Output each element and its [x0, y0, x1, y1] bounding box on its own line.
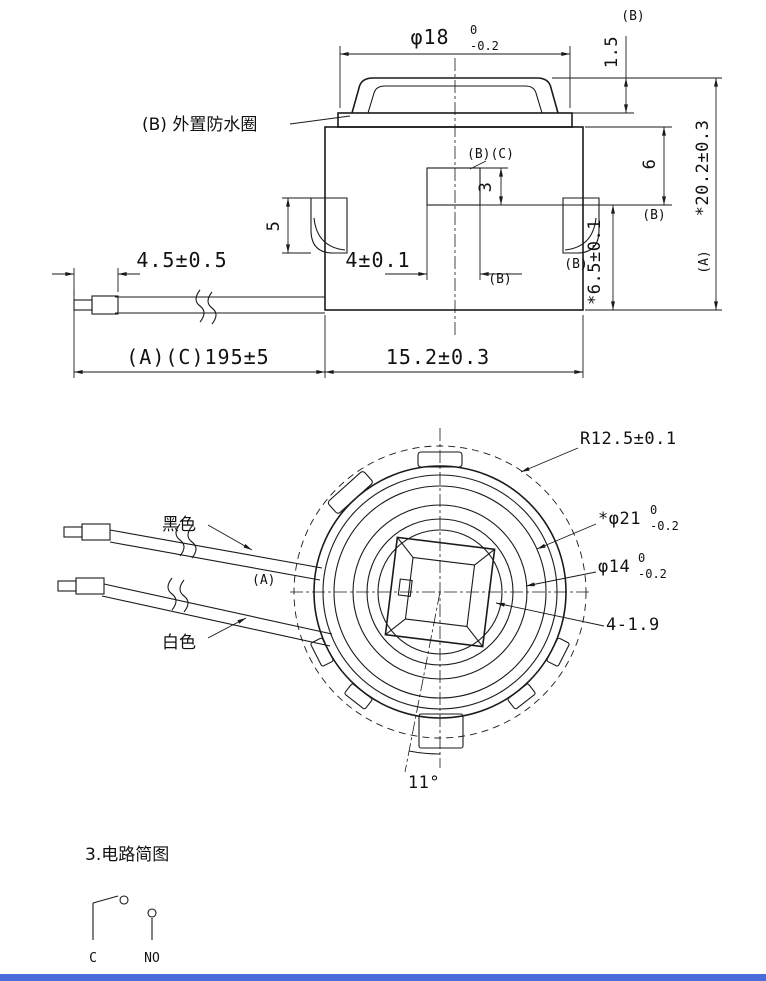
ref-b-65: (B) — [564, 257, 587, 272]
dim-radius-label: R12.5±0.1 — [580, 429, 677, 449]
dim-1-5-label: 1.5 — [602, 36, 622, 68]
white-terminal-crimp — [75, 577, 105, 595]
wire-break-mark — [187, 525, 197, 559]
waterproof-ring-label: (B) 外置防水圈 — [142, 115, 257, 135]
inner-circle-3 — [377, 529, 503, 655]
mounting-ear-left-fillet — [313, 217, 346, 251]
dim-corner-tabs-label: 4-1.9 — [606, 615, 660, 635]
actuator-square-outer — [384, 536, 496, 648]
dim-body-width-label: 15.2±0.3 — [386, 345, 490, 369]
corner-tie — [466, 626, 484, 647]
center-hole — [426, 167, 481, 206]
contact-point — [147, 908, 157, 918]
ref-b-top: (B) — [621, 9, 644, 24]
dim-phi18-tol-lower: -0.2 — [470, 39, 499, 53]
black-wire-line — [109, 529, 323, 569]
switch-lever — [92, 895, 119, 904]
inner-circle-2 — [366, 518, 514, 666]
angle-arc — [408, 750, 441, 755]
mounting-tab — [344, 683, 373, 710]
actuator-square-group — [384, 536, 496, 648]
white-terminal-tip — [57, 580, 77, 592]
mounting-tab — [507, 683, 536, 710]
ref-b-6: (B) — [642, 208, 665, 223]
dim-wire-tip-label: 4.5±0.5 — [136, 248, 227, 272]
leader-line — [520, 447, 579, 473]
leader-line — [289, 115, 351, 125]
flange-circle-3 — [333, 485, 547, 699]
mounting-tab — [546, 637, 570, 667]
circuit-title: 3.电路简图 — [85, 845, 169, 865]
dim-phi14-tol-lower: -0.2 — [638, 567, 667, 581]
mounting-tab — [327, 471, 373, 514]
black-wire-line — [109, 541, 321, 581]
dim-phi14-tol-upper: 0 — [638, 551, 645, 565]
wire-terminal-crimp — [91, 295, 119, 315]
actuator-keyway-notch — [397, 578, 413, 598]
mounting-ear-right — [562, 197, 600, 254]
white-wire-label: 白色 — [162, 633, 196, 653]
mounting-tab — [417, 451, 463, 468]
leader-line — [495, 602, 605, 627]
leader-line — [536, 523, 597, 550]
angled-centerline — [404, 591, 441, 773]
circuit-diagram: 3.电路简图 C NO — [85, 845, 169, 966]
inner-circle-phi14 — [352, 504, 528, 680]
dim-wire-length-label: (A)(C)195±5 — [126, 345, 269, 369]
wire-break-mark — [179, 579, 189, 613]
top-view: 黑色 白色 (A) R12.5±0.1 *φ21 0 -0.2 φ14 0 -0… — [57, 428, 679, 793]
dim-overall-height-label: *20.2±0.3 — [693, 120, 713, 217]
contact-point — [119, 895, 129, 905]
dim-phi21-label: *φ21 — [598, 509, 641, 529]
bottom-key-tab — [418, 713, 464, 749]
ref-a-height: (A) — [697, 250, 712, 273]
white-wire-line — [103, 583, 333, 635]
dim-6-label: 6 — [640, 159, 660, 170]
actuator-square-inner — [404, 556, 476, 628]
corner-tie — [396, 537, 414, 558]
leader-line — [207, 524, 253, 551]
dim-phi18-tol-upper: 0 — [470, 23, 477, 37]
wire-terminal-tip — [73, 299, 93, 311]
phantom-circle — [293, 445, 587, 739]
wire-break-mark — [207, 291, 217, 325]
outer-flange-circle — [313, 465, 567, 719]
leader-line — [207, 617, 247, 639]
dim-5-label: 5 — [264, 221, 284, 232]
wire-break-mark — [175, 523, 185, 557]
wire-break-mark — [195, 289, 205, 323]
leader-line — [469, 160, 487, 170]
corner-tie — [385, 618, 406, 636]
dim-6-5-label: *6.5±0.1 — [585, 219, 605, 305]
side-view: φ18 0 -0.2 1.5 (B) (B) 外置防水圈 (B)(C) 3 6 … — [52, 9, 722, 378]
dim-phi14-label: φ14 — [598, 557, 630, 577]
dim-phi21-tol-lower: -0.2 — [650, 519, 679, 533]
dim-3-label: 3 — [476, 182, 496, 193]
ref-a-topview: (A) — [252, 573, 275, 588]
dim-phi18-label: φ18 — [410, 25, 449, 49]
flange-circle-2 — [322, 474, 558, 710]
black-terminal-crimp — [81, 523, 111, 541]
ref-b-4: (B) — [488, 272, 511, 287]
dim-4-label: 4±0.1 — [345, 248, 410, 272]
mounting-ear-left — [310, 197, 348, 254]
leader-line — [525, 571, 597, 587]
dim-angle-label: 11° — [408, 773, 440, 793]
button-cap-outline — [351, 77, 559, 114]
corner-tie — [474, 548, 495, 566]
sheet-bottom-border — [0, 974, 766, 981]
terminal-c-label: C — [89, 951, 97, 966]
black-terminal-tip — [63, 526, 83, 538]
ref-bc: (B)(C) — [467, 147, 514, 162]
wire-break-mark — [167, 577, 177, 611]
button-cap-inner-step — [367, 85, 543, 114]
mounting-ear-right-fillet — [564, 217, 597, 251]
mounting-tab — [310, 637, 334, 667]
black-wire-label: 黑色 — [162, 515, 196, 535]
dim-phi21-tol-upper: 0 — [650, 503, 657, 517]
terminal-no-label: NO — [144, 951, 160, 966]
white-wire-line — [101, 595, 331, 647]
switch-body — [324, 126, 584, 311]
